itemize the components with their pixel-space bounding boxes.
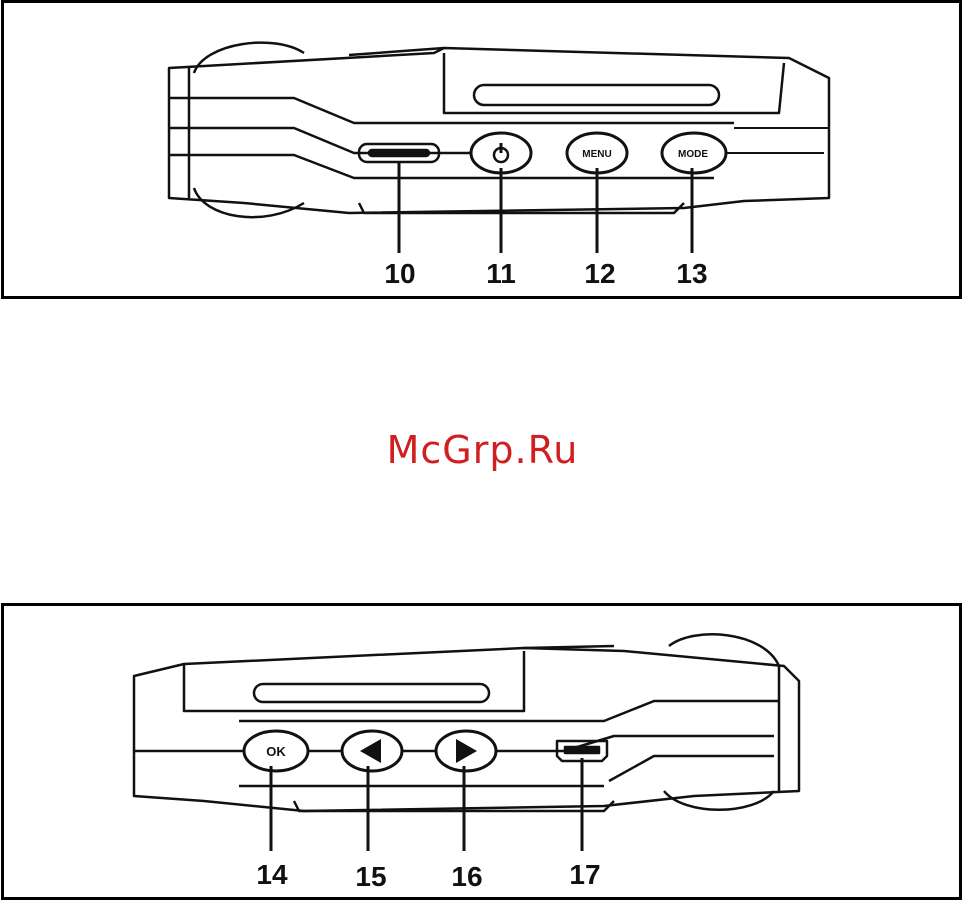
callout-10: 10 — [384, 258, 415, 289]
callout-17: 17 — [569, 859, 600, 890]
menu-button-label: MENU — [582, 149, 611, 160]
device-bottom-view-drawing: OK 14 15 16 17 — [4, 606, 959, 897]
power-button — [471, 133, 531, 173]
device-top-view-drawing: MENU MODE 10 11 12 13 — [4, 3, 959, 296]
device-top-view-panel: MENU MODE 10 11 12 13 — [1, 0, 962, 299]
ok-button-label: OK — [266, 744, 286, 759]
mode-button: MODE — [662, 133, 726, 173]
callout-15: 15 — [355, 861, 386, 892]
menu-button: MENU — [567, 133, 627, 173]
device-bottom-view-panel: OK 14 15 16 17 — [1, 603, 962, 900]
right-arrow-button — [436, 731, 496, 771]
left-arrow-button — [342, 731, 402, 771]
callout-12: 12 — [584, 258, 615, 289]
watermark-text: McGrp.Ru — [0, 428, 965, 472]
callout-13: 13 — [676, 258, 707, 289]
ok-button: OK — [244, 731, 308, 771]
callout-16: 16 — [451, 861, 482, 892]
callout-14: 14 — [256, 859, 288, 890]
callout-11: 11 — [486, 258, 516, 289]
mode-button-label: MODE — [678, 149, 708, 160]
